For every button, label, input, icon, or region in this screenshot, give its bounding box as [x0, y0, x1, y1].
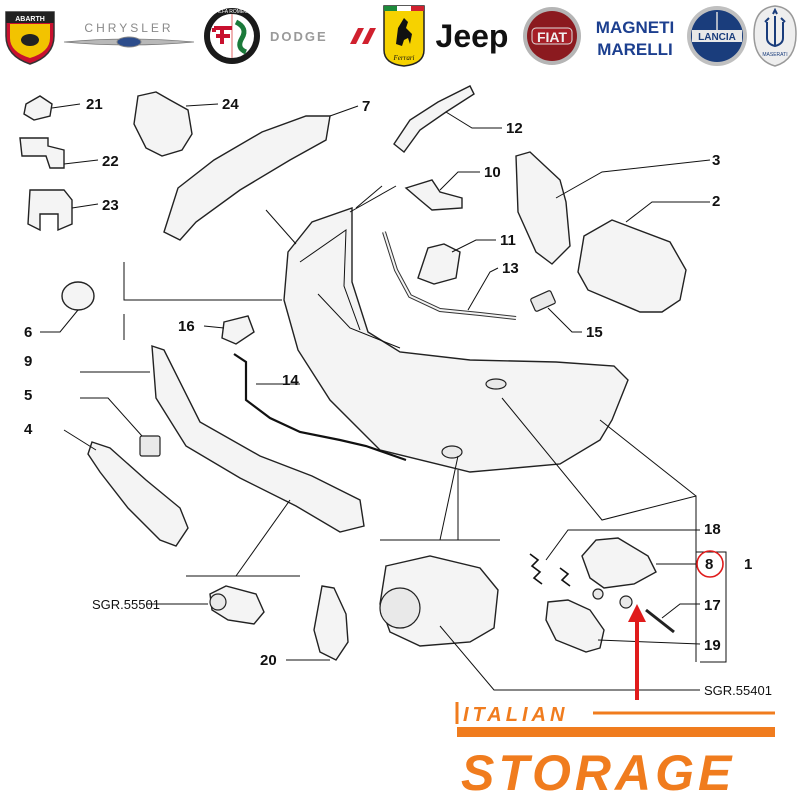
- part-9-spoiler: [80, 345, 365, 533]
- alfa-romeo-logo: ALFA ROMEO: [202, 6, 262, 66]
- callout-3: 3: [712, 152, 720, 169]
- callout-9: 9: [24, 353, 32, 370]
- callout-4: 4: [24, 421, 33, 438]
- part-24-bracket: [133, 91, 219, 157]
- parking-sensor: [146, 585, 265, 625]
- part-20-sensor-housing: [286, 585, 349, 661]
- ref-fog-lamp: SGR.55401: [704, 683, 772, 698]
- callout-24: 24: [222, 96, 239, 113]
- callout-11: 11: [500, 232, 516, 249]
- magneti-label: MAGNETI: [596, 18, 674, 37]
- alfa-romeo-label: ALFA ROMEO: [216, 9, 248, 15]
- ref-sensor: SGR.55501: [92, 597, 160, 612]
- part-14-bracket: [233, 353, 407, 462]
- chrysler-label: CHRYSLER: [84, 21, 173, 35]
- part-7-side-bracket: [163, 105, 359, 241]
- callout-2: 2: [712, 193, 720, 210]
- part-18-springs: [529, 529, 700, 587]
- part-21-clip: [23, 95, 81, 121]
- italian-storage-logo: ITALIAN STORAGE: [455, 700, 785, 800]
- part-19-bracket: [545, 599, 701, 653]
- abarth-logo: ABARTH: [2, 6, 58, 66]
- lancia-logo: LANCIA: [686, 4, 748, 68]
- bumper-cover: [283, 207, 629, 473]
- callout-17: 17: [704, 597, 721, 614]
- jeep-logo: Jeep: [430, 14, 514, 58]
- jeep-label: Jeep: [436, 18, 509, 54]
- callout-1: 1: [744, 556, 752, 573]
- part-13-rod: [382, 231, 517, 320]
- part-5-clip: [80, 397, 161, 457]
- part-4-grille: [63, 429, 189, 547]
- fiat-label: FIAT: [537, 29, 568, 45]
- callout-16: 16: [178, 318, 195, 335]
- callout-18: 18: [704, 521, 721, 538]
- dodge-logo: DODGE: [268, 24, 376, 48]
- part-16-plug: [203, 315, 255, 345]
- dodge-label: DODGE: [270, 29, 328, 44]
- marelli-label: MARELLI: [597, 40, 673, 59]
- callout-22: 22: [102, 153, 119, 170]
- part-3-absorber: [515, 151, 711, 265]
- callout-8: 8: [705, 556, 713, 573]
- part-15-screw: [530, 290, 582, 333]
- callout-14: 14: [282, 372, 299, 389]
- callout-15: 15: [586, 324, 603, 341]
- callout-12: 12: [506, 120, 523, 137]
- part-6-cap: [40, 281, 95, 333]
- part-23-clamp: [27, 189, 99, 232]
- guide-lines: [123, 185, 727, 663]
- part-10-plate: [404, 171, 480, 211]
- part-2-block: [577, 201, 710, 313]
- ferrari-logo: Ferrari: [382, 4, 426, 68]
- fiat-logo: FIAT: [522, 4, 582, 68]
- callout-20: 20: [260, 652, 277, 669]
- callout-19: 19: [704, 637, 721, 654]
- abarth-label: ABARTH: [15, 16, 45, 23]
- chrysler-logo: CHRYSLER: [62, 18, 196, 54]
- part-17-screw: [645, 603, 700, 634]
- callout-6: 6: [24, 324, 32, 341]
- magneti-marelli-logo: MAGNETI MARELLI: [588, 10, 682, 62]
- callout-21: 21: [86, 96, 103, 113]
- brand-logo-bar: ABARTH CHRYSLER ALFA ROMEO: [0, 0, 800, 72]
- callout-13: 13: [502, 260, 519, 277]
- lancia-label: LANCIA: [698, 32, 736, 43]
- callout-5: 5: [24, 387, 32, 404]
- highlight-arrow: [628, 604, 646, 700]
- part-11-pad: [417, 239, 496, 285]
- maserati-label: MASERATI: [762, 52, 787, 58]
- highlight-circle: [696, 550, 724, 578]
- callout-10: 10: [484, 164, 501, 181]
- logo-line2: STORAGE: [461, 745, 735, 795]
- fog-lamp: [379, 555, 700, 691]
- callout-7: 7: [362, 98, 370, 115]
- maserati-logo: MASERATI: [752, 4, 798, 68]
- part-8-tow-hook-cover: [581, 537, 657, 609]
- part-12-strip: [393, 85, 502, 154]
- callout-23: 23: [102, 197, 119, 214]
- part-22-bracket: [19, 137, 99, 169]
- ferrari-label: Ferrari: [393, 54, 415, 62]
- logo-line1: ITALIAN: [463, 704, 568, 726]
